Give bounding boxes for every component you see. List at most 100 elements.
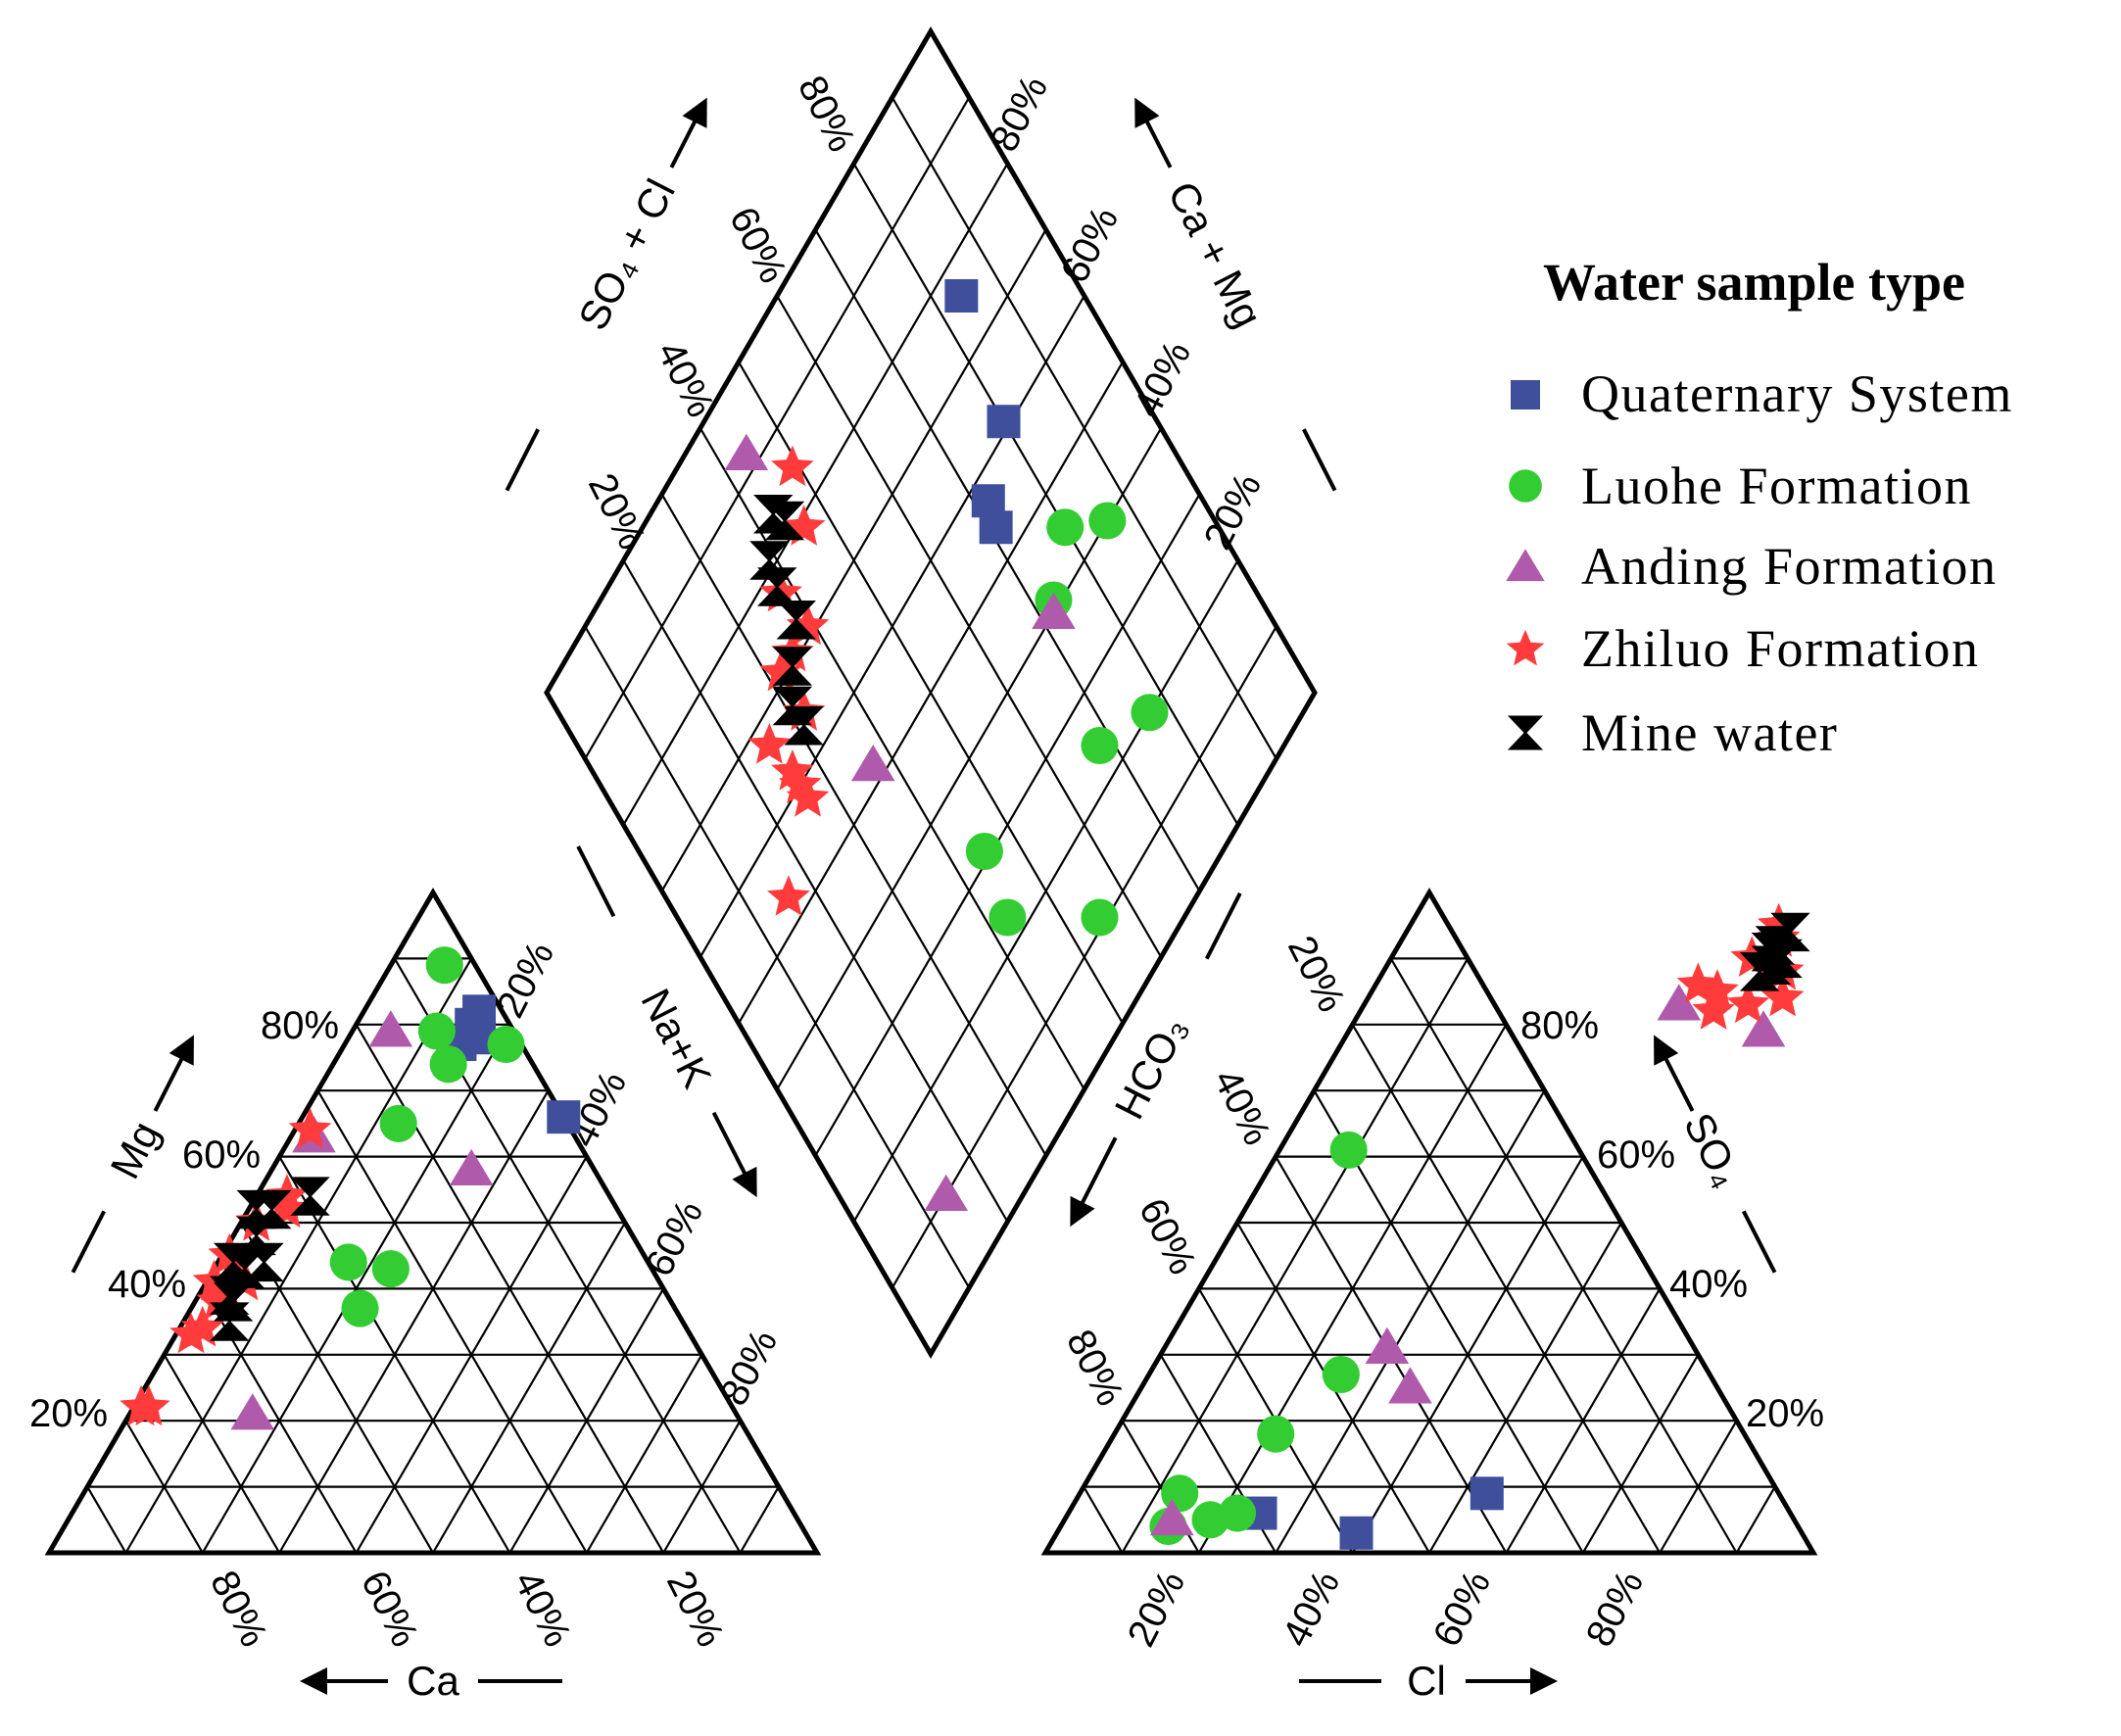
- legend: Water sample type Quaternary System Luoh…: [1506, 253, 2013, 762]
- anion-point-anding-formation: [1741, 1010, 1786, 1047]
- diamond-tick-so4cl-20: 20%: [580, 466, 654, 555]
- cation-triangle-gridline: [585, 1354, 703, 1554]
- mg-label-text: Mg: [101, 1114, 168, 1185]
- diagram-grids: [86, 96, 1776, 1554]
- anion-triangle-frame: [1040, 888, 1818, 1556]
- cation-point-luohe-formation: [417, 1012, 456, 1050]
- cation-tick-ca-60: 60%: [353, 1564, 427, 1653]
- diamond-point-luohe-formation: [1088, 502, 1127, 540]
- data-points: [120, 279, 1810, 1550]
- diamond-gridline: [852, 163, 1239, 826]
- camg-axis-label: Ca + Mg: [1134, 97, 1337, 492]
- cation-tick-mg-80: 80%: [261, 1004, 339, 1047]
- so4-label-text: SO₄: [1675, 1105, 1751, 1194]
- diamond-point-anding-formation: [924, 1174, 968, 1211]
- legend-label-anding: Anding Formation: [1581, 537, 1998, 596]
- anion-point-luohe-formation: [1322, 1355, 1360, 1394]
- anion-triangle-grid: [1083, 957, 1776, 1554]
- legend-marker-zhiluo-formation: [1506, 629, 1545, 666]
- diamond-tick-camg-80: 80%: [983, 69, 1057, 158]
- anion-triangle-gridline: [1121, 957, 1470, 1554]
- anion-triangle-gridline: [1083, 1486, 1124, 1554]
- anion-tick-hco3-40: 40%: [1205, 1062, 1279, 1151]
- cation-triangle-frame: [44, 888, 822, 1556]
- anion-triangle-gridline: [1428, 1222, 1622, 1554]
- anion-point-anding-formation: [1365, 1326, 1410, 1364]
- diamond-point-quaternary-system: [987, 405, 1021, 439]
- legend-label-quaternary: Quaternary System: [1581, 364, 2013, 423]
- cation-point-anding-formation: [230, 1393, 275, 1430]
- anion-point-luohe-formation: [1329, 1131, 1368, 1169]
- cation-point-zhiluo-formation: [120, 1384, 163, 1426]
- cation-tick-nak-20: 20%: [489, 935, 563, 1024]
- camg-label-text: Ca + Mg: [1159, 174, 1271, 335]
- legend-marker-quaternary-system: [1511, 380, 1540, 410]
- anion-tick-cl-20: 20%: [1120, 1564, 1194, 1653]
- anion-point-luohe-formation: [1257, 1415, 1295, 1453]
- diamond-gridline: [814, 228, 1201, 892]
- diamond-point-mine-water: [776, 601, 816, 640]
- anion-tick-hco3-20: 20%: [1279, 929, 1354, 1018]
- axis-labels: SO₄ + Cl Ca + Mg Na+K HCO₃ Mg: [71, 97, 1777, 1704]
- diamond-point-luohe-formation: [1081, 898, 1119, 937]
- nak-label-text: Na+K: [632, 982, 720, 1095]
- diamond-point-mine-water: [784, 706, 824, 746]
- cation-tick-mg-20: 20%: [29, 1392, 108, 1435]
- anion-tick-hco3-60: 60%: [1131, 1191, 1205, 1280]
- diamond-grid: [584, 96, 1277, 1289]
- so4cl-axis-label: SO₄ + Cl: [505, 97, 707, 492]
- anion-point-anding-formation: [1150, 1499, 1194, 1536]
- anion-point-zhiluo-formation: [1696, 969, 1739, 1010]
- anion-triangle-gridline: [1351, 1024, 1662, 1554]
- cation-tick-nak-60: 60%: [638, 1193, 712, 1282]
- anion-point-zhiluo-formation: [1760, 975, 1805, 1017]
- diamond-point-luohe-formation: [965, 832, 1003, 871]
- cation-point-luohe-formation: [429, 1045, 467, 1084]
- diamond-tick-so4cl-80: 80%: [790, 69, 864, 158]
- so4cl-label-text: SO₄ + Cl: [569, 171, 684, 337]
- diamond-point-mine-water: [749, 541, 790, 580]
- cation-tick-mg-60: 60%: [182, 1133, 261, 1177]
- cation-point-luohe-formation: [425, 946, 463, 985]
- diamond-frame: [544, 26, 1318, 1359]
- legend-marker-anding-formation: [1506, 549, 1545, 582]
- legend-marker-luohe-formation: [1509, 469, 1542, 503]
- diamond-points: [724, 279, 1169, 1211]
- diamond-point-luohe-formation: [1131, 694, 1169, 732]
- anion-tick-cl-60: 60%: [1425, 1564, 1500, 1653]
- cl-label-text: Cl: [1407, 1658, 1446, 1704]
- cation-point-quaternary-system: [547, 1100, 581, 1134]
- anion-triangle-gridline: [1581, 1354, 1700, 1554]
- cation-triangle-gridline: [124, 957, 473, 1554]
- cation-triangle-gridline: [432, 1222, 626, 1554]
- anion-tick-so4-60: 60%: [1597, 1133, 1675, 1177]
- cation-tick-ca-80: 80%: [202, 1564, 276, 1653]
- anion-tick-cl-40: 40%: [1275, 1564, 1349, 1653]
- ca-axis-label: Ca: [300, 1658, 562, 1704]
- diamond-tick-so4cl-60: 60%: [721, 200, 795, 289]
- legend-marker-mine-water: [1507, 715, 1544, 750]
- cation-points: [120, 946, 581, 1430]
- cation-triangle-gridline: [278, 1089, 550, 1554]
- anion-triangle-gridline: [1735, 1486, 1776, 1554]
- cation-point-anding-formation: [368, 1010, 413, 1047]
- ca-label-text: Ca: [407, 1658, 459, 1704]
- diamond-point-anding-formation: [1032, 592, 1076, 629]
- diamond-tick-camg-60: 60%: [1053, 200, 1128, 289]
- anion-tick-hco3-80: 80%: [1058, 1323, 1133, 1412]
- anion-tick-so4-40: 40%: [1669, 1263, 1748, 1306]
- cation-tick-ca-40: 40%: [506, 1564, 580, 1653]
- anion-point-anding-formation: [1657, 984, 1702, 1021]
- cation-point-luohe-formation: [379, 1104, 417, 1142]
- diamond-point-anding-formation: [724, 433, 769, 470]
- diamond-point-luohe-formation: [988, 898, 1027, 937]
- anion-point-quaternary-system: [1470, 1476, 1504, 1511]
- diamond-point-mine-water: [764, 501, 805, 541]
- anion-triangle-gridline: [1275, 1089, 1546, 1554]
- hco3-axis-label: HCO₃: [1070, 892, 1242, 1228]
- legend-label-zhiluo: Zhiluo Formation: [1581, 619, 1979, 678]
- cation-point-mine-water: [290, 1177, 330, 1216]
- legend-label-luohe: Luohe Formation: [1581, 457, 1972, 515]
- diamond-gridline: [852, 559, 1239, 1223]
- nak-axis-label: Na+K: [576, 845, 757, 1198]
